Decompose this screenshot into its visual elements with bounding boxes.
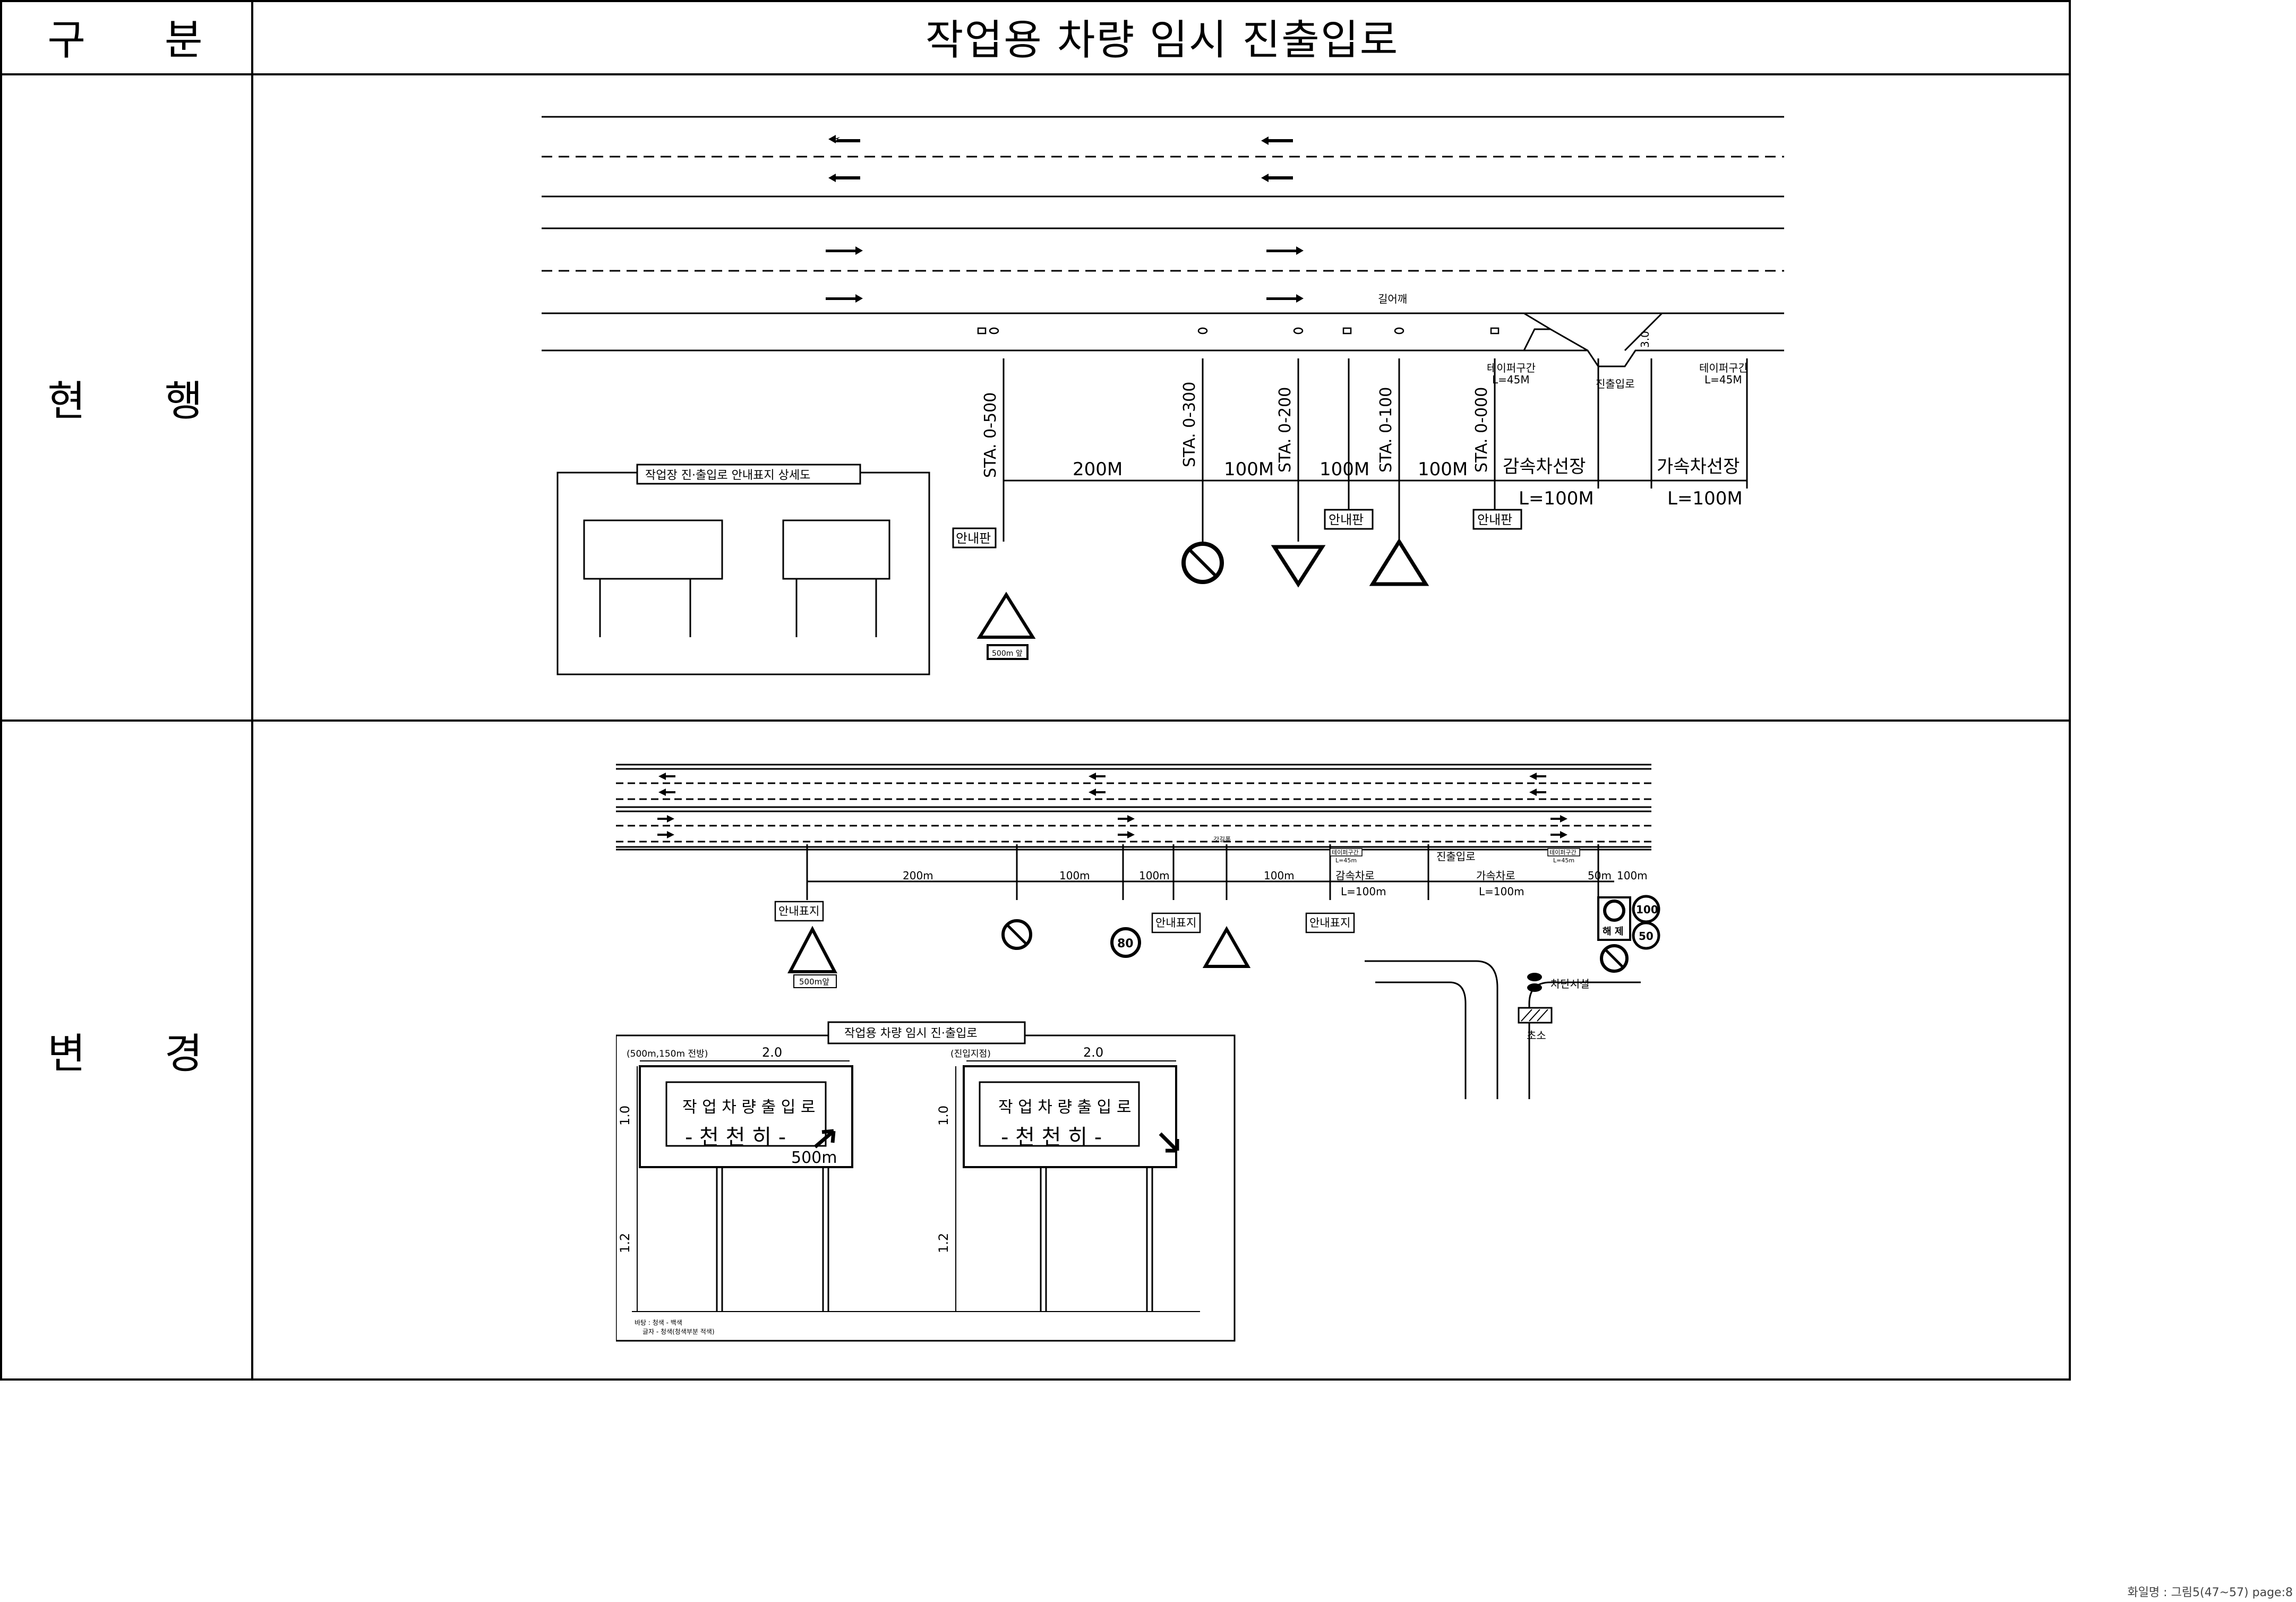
detail-drawing-box: 작업장 진·출입로 안내표지 상세도 — [556, 464, 930, 675]
barrier-label: 차단시설 — [1550, 978, 1590, 990]
sign-width: 2.0 — [1083, 1045, 1103, 1060]
no-overtaking-sign-icon — [1181, 542, 1224, 584]
distance-label: 200m — [903, 869, 933, 882]
taper-length: L=45m — [1335, 857, 1357, 864]
decel-lane-label: 감속차로 — [1335, 869, 1375, 882]
guide-sign-label: 안내판 — [956, 531, 991, 546]
work-zone-warning-sign-icon: 500m앞 — [787, 926, 837, 988]
work-zone-warning-sign-icon: 500m 앞 — [976, 592, 1036, 660]
entrance-label: 진출입로 — [1436, 850, 1476, 863]
speed-limit-100-sign-icon: 100 — [1632, 895, 1660, 923]
entrance-label: 진출입로 — [1596, 378, 1635, 390]
sign-detail-title: 작업용 차량 임시 진·출입로 — [844, 1027, 978, 1040]
file-name: 화일명 : 그림5(47~57) page:8 — [2127, 1586, 2293, 1599]
post-height: 1.2 — [936, 1233, 951, 1253]
svg-text:500m앞: 500m앞 — [799, 977, 829, 987]
svg-text:해 제: 해 제 — [1603, 926, 1623, 937]
speed-limit-50-sign-icon: 50 — [1632, 921, 1660, 950]
taper-label: 테이퍼구간 — [1332, 849, 1359, 856]
decel-lane-label: 감속차선장 — [1503, 456, 1586, 477]
guard-post-icon — [1518, 1007, 1553, 1024]
decel-length: L=100m — [1341, 885, 1386, 898]
left-sign-note: (500m,150m 전방) — [627, 1049, 708, 1059]
distance-label: 200M — [1073, 459, 1123, 480]
sign-line1: 작 업 차 량 출 입 로 — [682, 1098, 815, 1117]
sign-line2: - 천 천 히 - — [685, 1125, 786, 1150]
no-overtaking-sign-icon — [1001, 919, 1032, 950]
sign-detail-box: 작업용 차량 임시 진·출입로 (500m,150m 전방) (진입지점) 2.… — [616, 1021, 1236, 1342]
right-sign-note: (진입지점) — [950, 1049, 991, 1059]
footnote: 바탕 : 청색 - 백색 — [635, 1319, 682, 1326]
comparison-table — [0, 0, 2071, 1381]
sign-line2: - 천 천 히 - — [1001, 1125, 1102, 1150]
distance-label: 100m — [1139, 869, 1170, 882]
sign-line1: 작 업 차 량 출 입 로 — [998, 1098, 1131, 1117]
station-label: STA. 0-300 — [1180, 382, 1199, 467]
guide-sign-label: 안내판 — [1329, 512, 1364, 527]
taper-label: 테이퍼구간 — [1699, 362, 1748, 374]
station-label: STA. 0-200 — [1276, 387, 1295, 473]
distance-label: 100M — [1320, 459, 1369, 480]
decel-length: L=100M — [1519, 488, 1594, 509]
accel-length: L=100M — [1667, 488, 1743, 509]
distance-label: 100M — [1224, 459, 1274, 480]
accel-lane-label: 가속차선장 — [1657, 456, 1740, 477]
sign-distance: 500m — [791, 1149, 837, 1167]
distance-label: 100M — [1418, 459, 1468, 480]
shoulder-label: 길어깨 — [1378, 293, 1407, 305]
slow-warning-sign-icon — [1202, 926, 1251, 968]
shoulder-width: 3.0 — [1639, 331, 1651, 348]
sign-height: 1.0 — [936, 1106, 951, 1126]
guard-post-label: 초소 — [1527, 1029, 1546, 1042]
accel-lane-label: 가속차로 — [1476, 869, 1515, 882]
header-divider — [0, 73, 2071, 75]
taper-length: L=45M — [1492, 373, 1530, 386]
guide-sign-label: 안내표지 — [1155, 916, 1196, 929]
taper-label: 테이퍼구간 — [1549, 849, 1577, 856]
row-label-current: 현 행 — [47, 377, 204, 425]
speed-limit-80-sign-icon: 80 — [1110, 927, 1141, 958]
no-entry-sign-icon — [1600, 944, 1629, 973]
header-title: 작업용 차량 임시 진출입로 — [925, 16, 1399, 64]
column-divider — [251, 0, 253, 1381]
shoulder-label: 갓길폭 — [1213, 836, 1231, 843]
taper-length: L=45M — [1704, 373, 1742, 386]
taper-length: L=45m — [1553, 857, 1574, 864]
svg-text:80: 80 — [1117, 937, 1134, 950]
station-label: STA. 0-000 — [1472, 387, 1491, 473]
station-label: STA. 0-100 — [1377, 387, 1395, 473]
guide-sign-label: 안내표지 — [778, 905, 819, 918]
after-distance-100: 100m — [1617, 869, 1648, 882]
station-label: STA. 0-500 — [981, 392, 1000, 478]
barrier-icon — [1527, 973, 1542, 992]
distance-label: 100m — [1264, 869, 1295, 882]
sign-height: 1.0 — [618, 1106, 632, 1126]
svg-text:100: 100 — [1636, 903, 1658, 916]
detail-title: 작업장 진·출입로 안내표지 상세도 — [645, 469, 810, 482]
footnote: 글자 - 청색(청색부분 적색) — [642, 1328, 715, 1335]
current-layout-diagram: STA. 0-500 STA. 0-300 STA. 0-200 STA. 0-… — [542, 116, 1784, 675]
distance-label: 100m — [1059, 869, 1090, 882]
svg-text:500m 앞: 500m 앞 — [992, 649, 1023, 658]
guide-sign-label: 안내판 — [1477, 512, 1512, 527]
sign-width: 2.0 — [762, 1045, 782, 1060]
header-category: 구 분 — [47, 16, 204, 64]
row-label-changed: 변 경 — [47, 1030, 204, 1078]
taper-label: 테이퍼구간 — [1487, 362, 1536, 374]
guide-sign-label: 안내표지 — [1309, 916, 1350, 929]
changed-layout-diagram: 200m 100m 100m 100m 감속차로 L=100m 가속차로 L=1… — [616, 764, 1660, 1342]
row-divider — [0, 719, 2071, 722]
slow-warning-sign-icon — [1369, 538, 1429, 586]
after-distance-50: 50m — [1588, 869, 1612, 882]
speed-limit-release-sign-icon: 해 제 — [1597, 896, 1631, 941]
svg-text:50: 50 — [1639, 930, 1654, 943]
yield-sign-icon — [1271, 545, 1326, 588]
accel-length: L=100m — [1479, 885, 1524, 898]
post-height: 1.2 — [618, 1233, 632, 1253]
